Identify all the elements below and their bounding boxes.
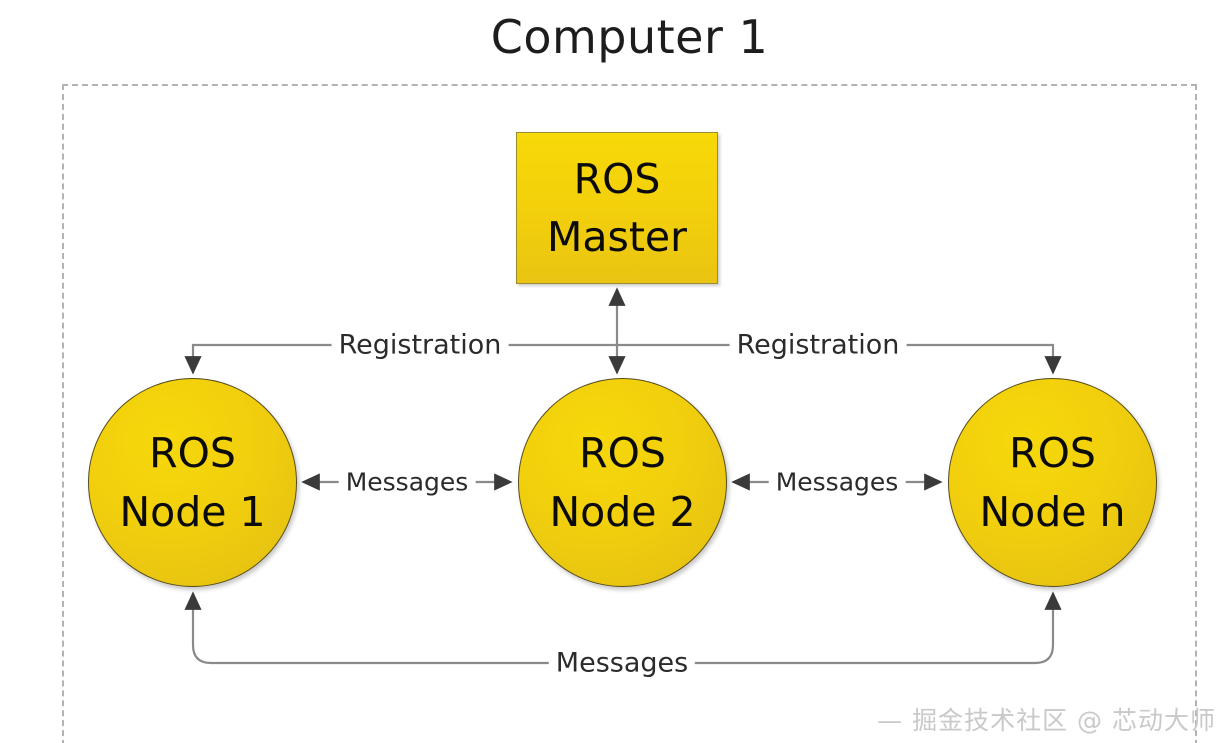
edge-label-messages-right: Messages [768,469,906,495]
ros-node-1[interactable]: ROS Node 1 [88,378,297,587]
ros-master-line1: ROS [573,154,661,203]
edge-label-registration-right: Registration [729,331,907,359]
ros-master-line2: Master [546,213,688,261]
ros-node-1-line1: ROS [149,429,236,478]
ros-node-2-line1: ROS [579,429,666,478]
ros-node-1-line2: Node 1 [119,487,266,536]
ros-node-n-line1: ROS [1009,429,1096,478]
edge-label-registration-left: Registration [331,331,509,359]
watermark: — 掘金技术社区 @ 芯动大师 [877,706,1216,735]
computer-boundary [62,84,1197,743]
edge-label-messages-bottom: Messages [548,649,696,677]
edge-label-messages-left: Messages [338,469,476,495]
ros-node-2[interactable]: ROS Node 2 [518,378,727,587]
ros-node-n-line2: Node n [979,487,1126,536]
ros-master-box[interactable]: ROS Master [516,132,718,284]
ros-node-2-line2: Node 2 [549,487,696,536]
ros-node-n[interactable]: ROS Node n [948,378,1157,587]
page-title: Computer 1 [490,10,769,64]
